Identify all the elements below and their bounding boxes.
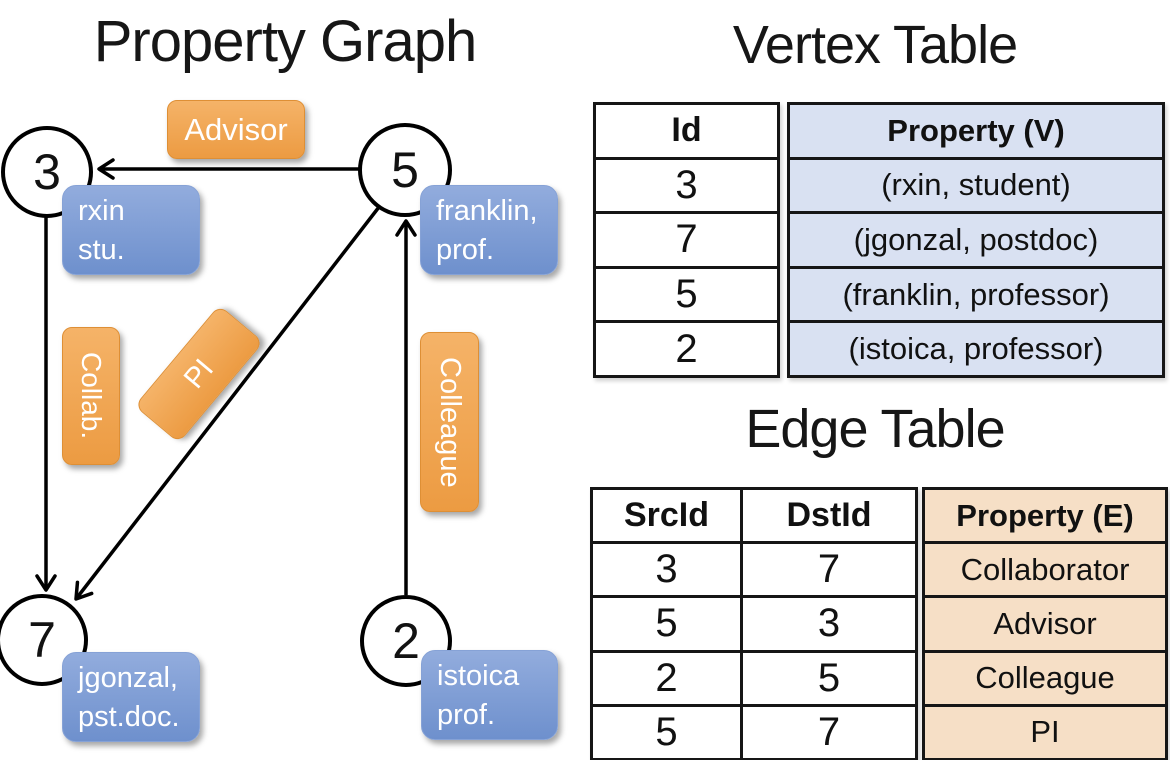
table-row: (jgonzal, postdoc)	[787, 211, 1165, 269]
node-2-property-box: istoica prof.	[421, 650, 558, 740]
vertex-table-id-column: Id 3 7 5 2	[593, 102, 780, 378]
edge-table-dstid-header: DstId	[740, 486, 918, 545]
vertex-table-id-header: Id	[593, 102, 780, 160]
edge-label-colleague: Colleague	[420, 332, 479, 512]
edge-dst-cell: 3	[740, 595, 918, 653]
vertex-table-title: Vertex Table	[732, 15, 1018, 75]
edge-table-title: Edge Table	[745, 399, 1005, 459]
table-row: 2 5	[590, 649, 918, 707]
edge-table-srcid-header: SrcId	[590, 486, 743, 545]
edge-label-collab-text: Collab.	[76, 352, 107, 440]
table-row: Collaborator	[922, 541, 1168, 599]
edge-label-pi-text: PI	[177, 352, 220, 395]
edge-label-collab: Collab.	[62, 327, 120, 465]
vertex-table-property-header: Property (V)	[787, 102, 1165, 160]
vertex-id-cell: 7	[593, 211, 780, 269]
node-7-property-line2: pst.doc.	[78, 701, 180, 733]
table-row: PI	[922, 703, 1168, 760]
vertex-property-cell: (istoica, professor)	[787, 320, 1165, 378]
vertex-id-cell: 2	[593, 320, 780, 378]
node-2-id: 2	[392, 613, 420, 669]
node-5-property-box: franklin, prof.	[420, 185, 558, 275]
node-5-property-line1: franklin,	[436, 195, 538, 227]
node-2-property-line2: prof.	[437, 699, 496, 731]
vertex-id-cell: 5	[593, 265, 780, 324]
vertex-table-property-column: Property (V) (rxin, student) (jgonzal, p…	[787, 102, 1165, 378]
edge-table-property-column: Property (E) Collaborator Advisor Collea…	[922, 486, 1168, 760]
edge-dst-cell: 5	[740, 649, 918, 707]
table-row: 5	[593, 265, 780, 324]
table-row: (rxin, student)	[787, 156, 1165, 215]
property-graph-title: Property Graph	[93, 9, 478, 74]
edge-label-advisor-text: Advisor	[184, 111, 288, 147]
edge-src-cell: 5	[590, 703, 743, 760]
edge-property-cell: Colleague	[922, 649, 1168, 707]
edge-property-cell: Collaborator	[922, 541, 1168, 599]
node-3-property-line2: stu.	[78, 234, 125, 266]
edge-src-cell: 5	[590, 595, 743, 653]
table-row: Advisor	[922, 595, 1168, 653]
vertex-property-cell: (jgonzal, postdoc)	[787, 211, 1165, 269]
edge-src-cell: 3	[590, 541, 743, 599]
table-row: 7	[593, 211, 780, 269]
table-row: (franklin, professor)	[787, 265, 1165, 324]
node-7-id: 7	[28, 612, 56, 668]
edge-property-cell: PI	[922, 703, 1168, 760]
edge-table-property-header: Property (E)	[922, 486, 1168, 545]
node-3-property-box: rxin stu.	[62, 185, 200, 275]
edge-label-colleague-text: Colleague	[434, 356, 466, 488]
node-3-id: 3	[33, 144, 61, 200]
node-2-property-line1: istoica	[437, 660, 520, 692]
vertex-property-cell: (rxin, student)	[787, 156, 1165, 215]
edge-table-id-columns: SrcId DstId 3 7 5 3 2 5 5 7	[590, 486, 918, 760]
table-row: (istoica, professor)	[787, 320, 1165, 378]
edge-dst-cell: 7	[740, 703, 918, 760]
node-7-property-line1: jgonzal,	[78, 662, 178, 694]
edge-dst-cell: 7	[740, 541, 918, 599]
node-5-property-line2: prof.	[436, 234, 495, 266]
vertex-id-cell: 3	[593, 156, 780, 215]
table-row: 5 7	[590, 703, 918, 760]
node-5-id: 5	[391, 142, 419, 198]
vertex-property-cell: (franklin, professor)	[787, 265, 1165, 324]
node-3-property-line1: rxin	[78, 195, 125, 227]
table-row: 3 7	[590, 541, 918, 599]
table-row: Colleague	[922, 649, 1168, 707]
edge-label-advisor: Advisor	[167, 100, 305, 159]
edge-src-cell: 2	[590, 649, 743, 707]
edge-pi-5-to-7	[74, 205, 381, 601]
edge-property-cell: Advisor	[922, 595, 1168, 653]
table-row: 3	[593, 156, 780, 215]
table-row: 2	[593, 320, 780, 378]
table-row: 5 3	[590, 595, 918, 653]
node-7-property-box: jgonzal, pst.doc.	[62, 652, 200, 742]
